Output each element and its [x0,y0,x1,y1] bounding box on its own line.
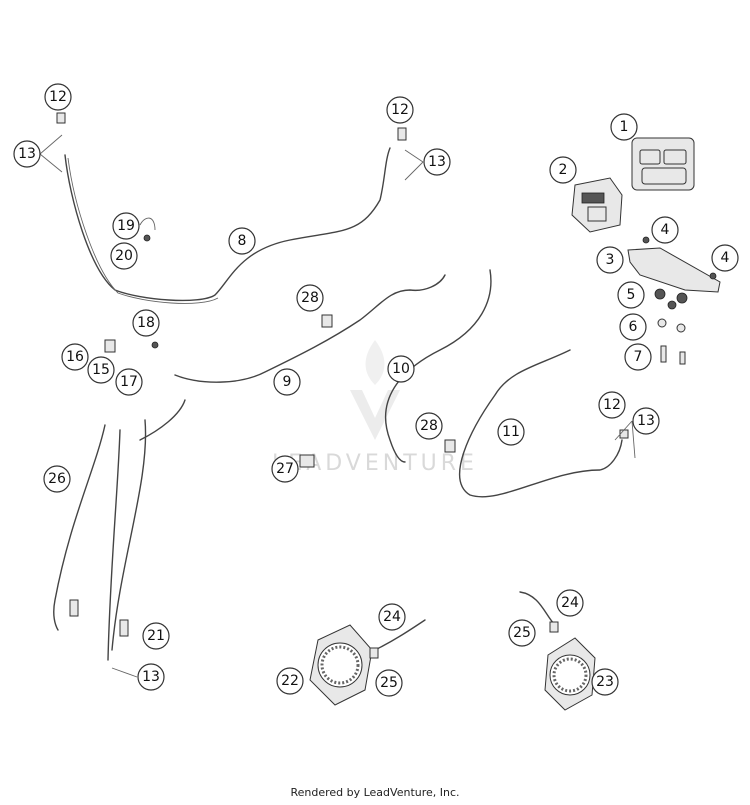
svg-text:16: 16 [66,349,84,365]
svg-text:4: 4 [721,250,730,266]
callout-11[interactable]: 11 [497,418,525,446]
callout-27[interactable]: 27 [271,455,299,483]
callout-13[interactable]: 13 [13,140,41,168]
svg-text:12: 12 [49,89,67,105]
svg-text:26: 26 [48,471,66,487]
svg-text:13: 13 [637,413,655,429]
callout-16[interactable]: 16 [61,343,89,371]
abs-unit [631,137,695,191]
callout-22[interactable]: 22 [276,667,304,695]
callout-5[interactable]: 5 [617,281,645,309]
svg-text:24: 24 [561,595,579,611]
svg-text:4: 4 [661,222,670,238]
svg-text:7: 7 [634,349,643,365]
callout-24[interactable]: 24 [556,589,584,617]
svg-text:13: 13 [18,146,36,162]
brake-line-13-lower [53,399,186,661]
svg-text:19: 19 [117,218,135,234]
callout-13[interactable]: 13 [423,148,451,176]
callout-13[interactable]: 13 [632,407,660,435]
callout-8[interactable]: 8 [228,227,256,255]
callout-12[interactable]: 12 [598,391,626,419]
callouts: 1 2 3 4 4 5 6 7 8 9 10 11 12 12 12 13 13… [13,83,739,697]
callout-12[interactable]: 12 [386,96,414,124]
svg-text:22: 22 [281,673,299,689]
svg-text:5: 5 [627,287,636,303]
callout-3[interactable]: 3 [596,246,624,274]
svg-text:6: 6 [629,319,638,335]
fittings [56,112,629,637]
callout-6[interactable]: 6 [619,313,647,341]
hardware-5 [654,288,688,310]
svg-text:17: 17 [120,374,138,390]
svg-text:8: 8 [238,233,247,249]
hardware-7 [660,345,686,365]
callout-21[interactable]: 21 [142,622,170,650]
svg-text:25: 25 [380,675,398,691]
svg-text:20: 20 [115,248,133,264]
callout-13[interactable]: 13 [137,663,165,691]
svg-text:11: 11 [502,424,520,440]
svg-text:23: 23 [596,674,614,690]
callout-17[interactable]: 17 [115,368,143,396]
callout-10[interactable]: 10 [387,355,415,383]
svg-text:2: 2 [559,162,568,178]
callout-25[interactable]: 25 [508,619,536,647]
abs-control-unit [571,177,623,233]
svg-text:10: 10 [392,361,410,377]
svg-text:3: 3 [606,252,615,268]
svg-text:18: 18 [137,315,155,331]
sensor-wheel-23 [544,637,596,711]
callout-4[interactable]: 4 [651,216,679,244]
svg-text:13: 13 [428,154,446,170]
callout-18[interactable]: 18 [132,309,160,337]
leader-lines [39,134,636,678]
svg-text:28: 28 [420,418,438,434]
abs-bracket [627,236,721,293]
svg-text:21: 21 [147,628,165,644]
callout-23[interactable]: 23 [591,668,619,696]
watermark-logo-icon [350,390,400,440]
svg-text:13: 13 [142,669,160,685]
callout-28[interactable]: 28 [415,412,443,440]
svg-text:12: 12 [603,397,621,413]
callout-1[interactable]: 1 [610,113,638,141]
callout-9[interactable]: 9 [273,368,301,396]
sensor-wheel-22 [309,624,373,706]
svg-text:28: 28 [301,290,319,306]
callout-19[interactable]: 19 [112,212,140,240]
callout-15[interactable]: 15 [87,356,115,384]
svg-text:1: 1 [620,119,629,135]
callout-12[interactable]: 12 [44,83,72,111]
sensor-24-rear [519,591,559,633]
callout-26[interactable]: 26 [43,465,71,493]
callout-7[interactable]: 7 [624,343,652,371]
svg-text:25: 25 [513,625,531,641]
watermark-flame-icon [365,340,385,385]
callout-2[interactable]: 2 [549,156,577,184]
callout-25[interactable]: 25 [375,669,403,697]
svg-text:9: 9 [283,374,292,390]
brake-line-8 [64,147,391,304]
hardware-6 [657,318,686,333]
callout-28[interactable]: 28 [296,284,324,312]
svg-text:24: 24 [383,609,401,625]
brake-line-9 [174,274,446,383]
brake-line-11 [459,349,623,498]
svg-text:12: 12 [391,102,409,118]
callout-4[interactable]: 4 [711,244,739,272]
callout-20[interactable]: 20 [110,242,138,270]
callout-24[interactable]: 24 [378,603,406,631]
svg-text:27: 27 [276,461,294,477]
sensor-24-front [369,619,426,659]
footer-credit: Rendered by LeadVenture, Inc. [290,786,460,799]
svg-text:15: 15 [92,362,110,378]
